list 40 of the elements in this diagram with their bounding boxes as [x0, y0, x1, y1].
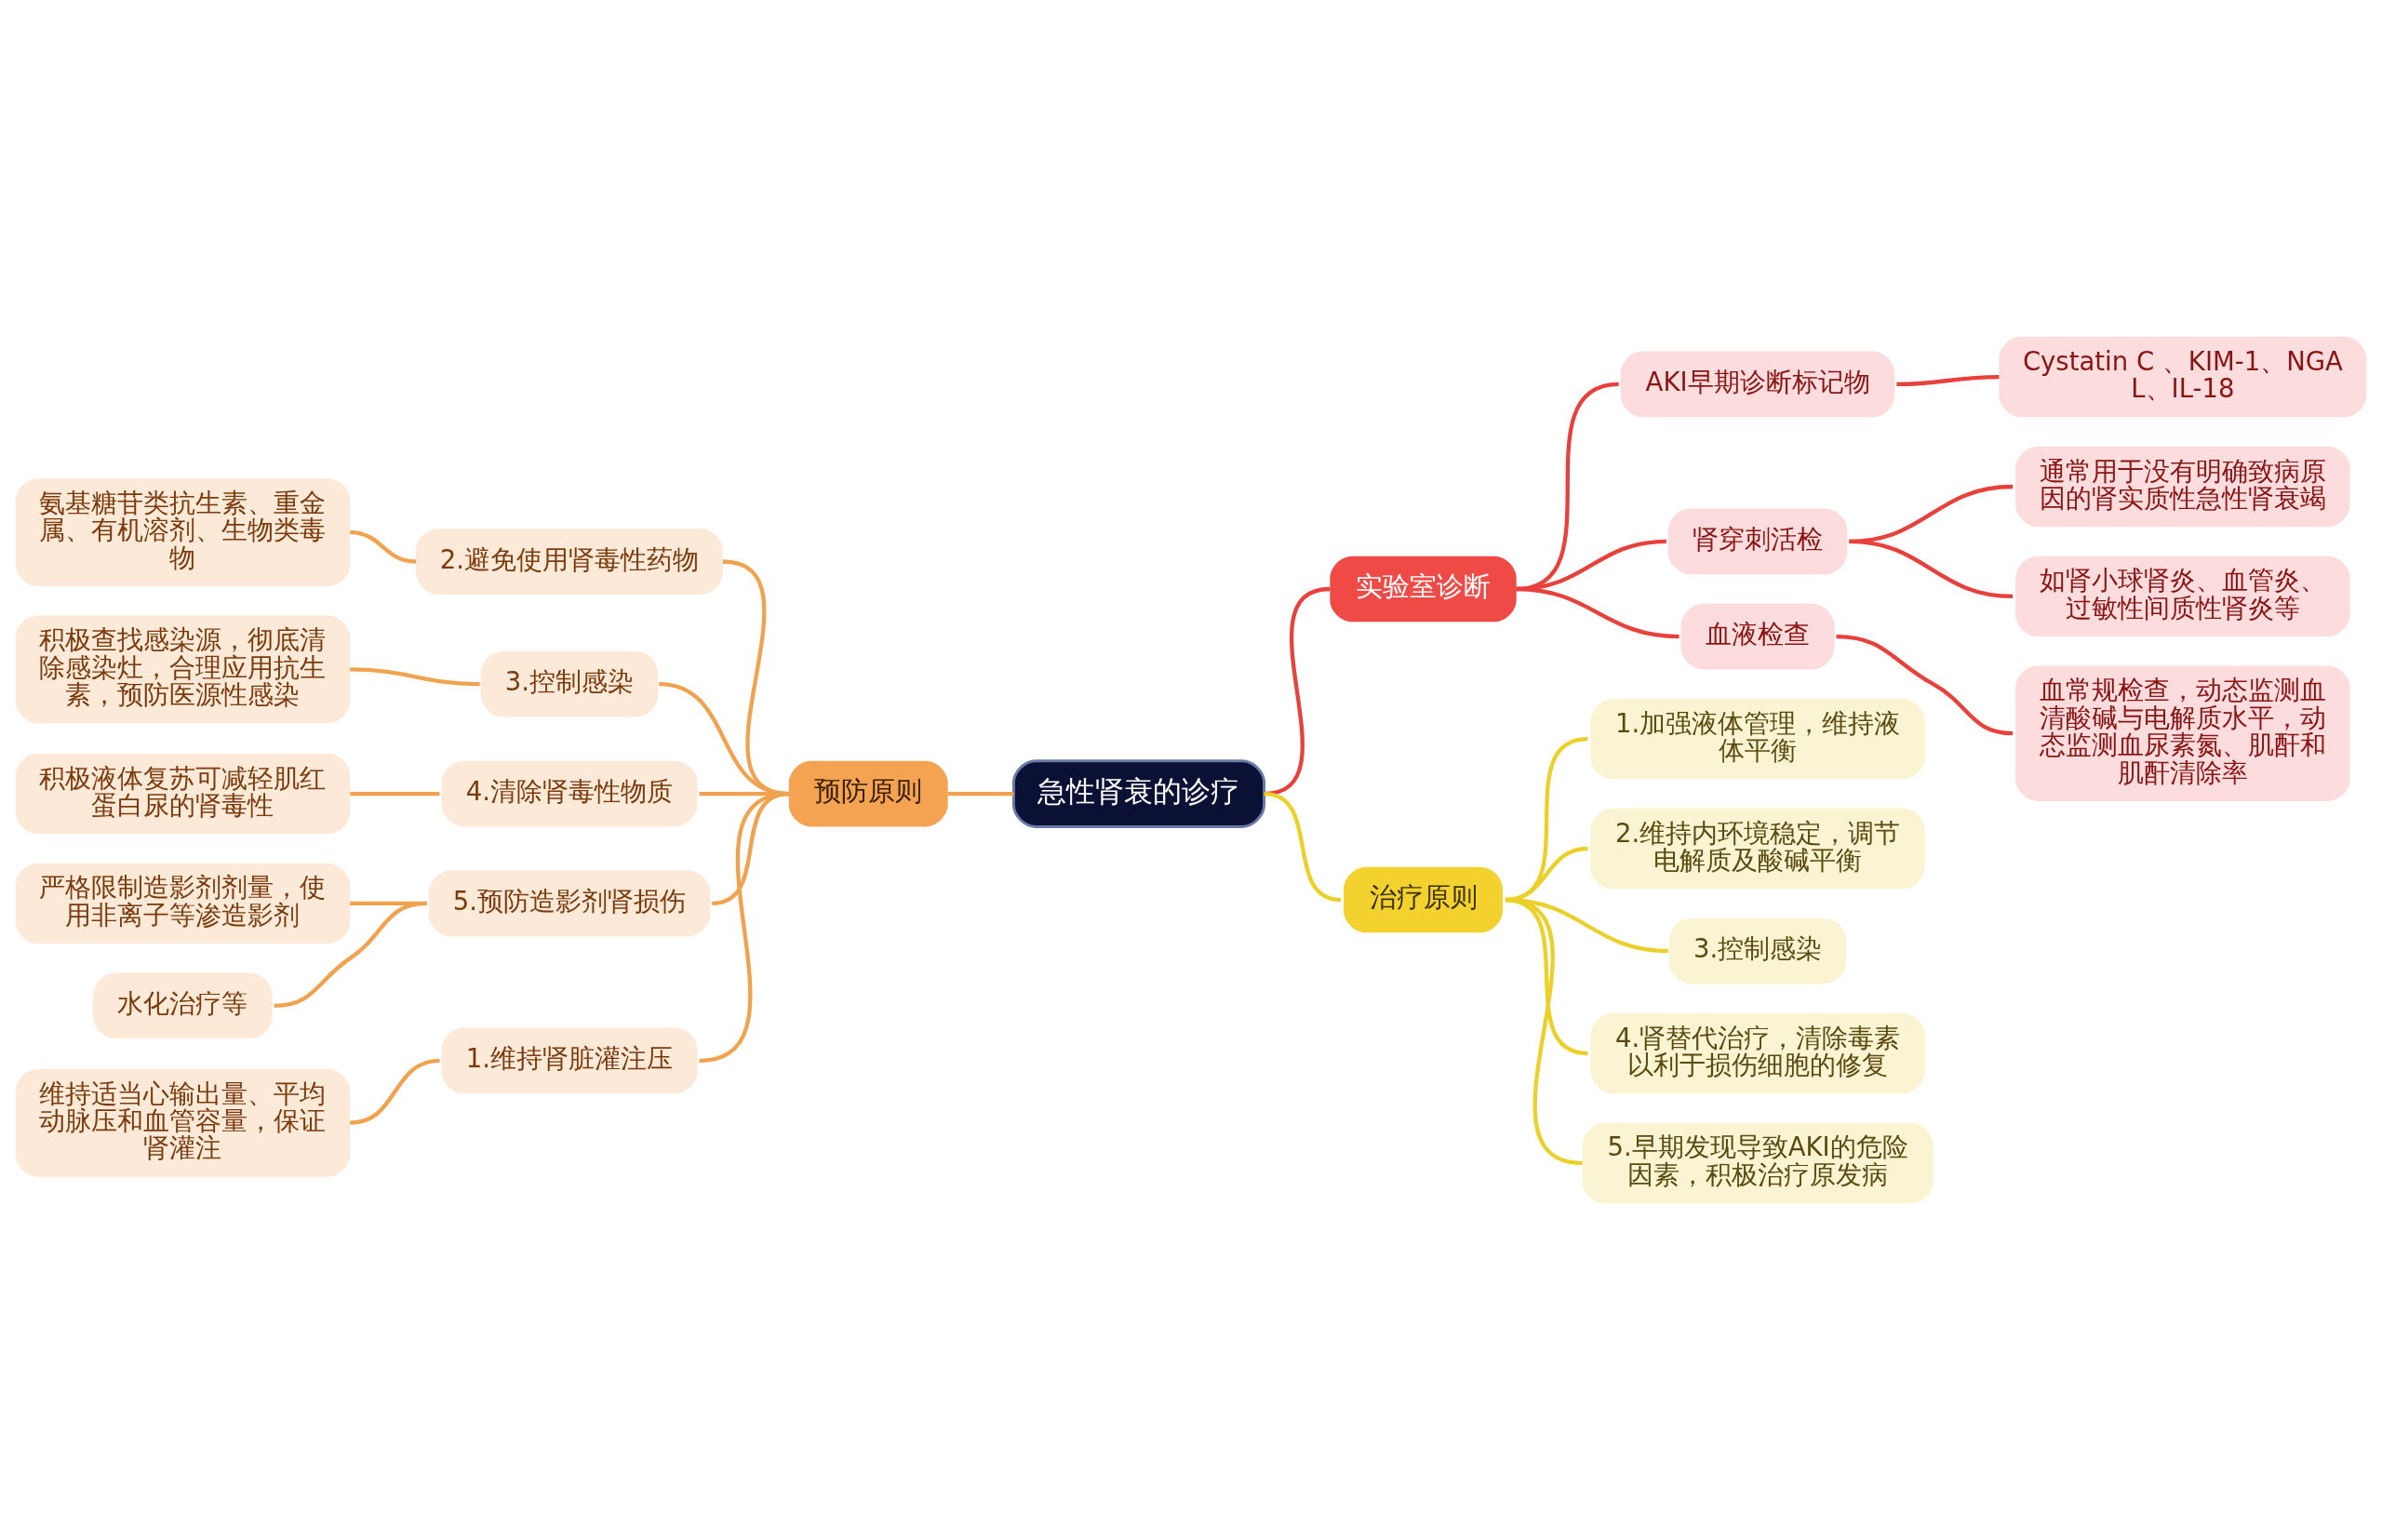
node-box: 5.早期发现导致AKI的危险因素，积极治疗原发病 — [1582, 1122, 1934, 1204]
connector — [274, 901, 427, 1009]
node-box: 4.清除肾毒性物质 — [441, 760, 698, 827]
node-box: 实验室诊断 — [1330, 556, 1517, 623]
node-box: 维持适当心输出量、平均动脉压和血管容量，保证肾灌注 — [15, 1068, 351, 1177]
connector — [350, 667, 480, 687]
node-box: 3.控制感染 — [480, 650, 659, 717]
node-box: 水化治疗等 — [93, 972, 273, 1039]
connector — [1836, 634, 2014, 736]
connector — [1505, 897, 1583, 1166]
node-box: 急性肾衰的诊疗 — [1011, 759, 1266, 828]
node-box: 4.肾替代治疗，清除毒素以利于损伤细胞的修复 — [1590, 1012, 1925, 1094]
node-box: 2.避免使用肾毒性药物 — [415, 529, 724, 595]
node-box: 如肾小球肾炎、血管炎、过敏性间质性肾炎等 — [2015, 556, 2350, 637]
connector — [947, 791, 1014, 797]
connector — [1849, 539, 2014, 598]
node-box: 3.控制感染 — [1668, 917, 1847, 984]
node-box: 5.预防造影剂肾损伤 — [428, 870, 711, 937]
node-box: 严格限制造影剂剂量，使用非离子等渗造影剂 — [15, 863, 351, 944]
node-box: 积极查找感染源，彻底清除感染灶，合理应用抗生素，预防医源性感染 — [15, 615, 351, 724]
connector — [1264, 791, 1342, 903]
node-box: Cystatin C 、KIM-1、NGAL、IL-18 — [1999, 336, 2367, 418]
node-box: 治疗原则 — [1344, 866, 1503, 933]
node-box: 2.维持内环境稳定，调节电解质及酸碱平衡 — [1590, 808, 1925, 890]
node-box: 通常用于没有明确致病原因的肾实质性急性肾衰竭 — [2015, 446, 2350, 528]
connector — [350, 1058, 440, 1125]
node-box: 肾穿刺活检 — [1667, 508, 1848, 575]
node-box: 1.加强液体管理，维持液体平衡 — [1590, 698, 1925, 780]
node-box: AKI早期诊断标记物 — [1620, 351, 1895, 418]
node-box: 血常规检查，动态监测血清酸碱与电解质水平，动态监测血尿素氮、肌酐和肌酐清除率 — [2015, 665, 2350, 801]
node-box: 积极液体复苏可减轻肌红蛋白尿的肾毒性 — [15, 753, 351, 835]
node-box: 血液检查 — [1680, 603, 1835, 670]
node-box: 1.维持肾脏灌注压 — [441, 1027, 698, 1094]
connector — [699, 791, 790, 1063]
node-box: 预防原则 — [788, 760, 948, 827]
connector — [1896, 374, 2000, 387]
connector — [350, 529, 417, 564]
connector — [1516, 586, 1679, 639]
node-box: 氨基糖苷类抗生素、重金属、有机溶剂、生物类毒物 — [15, 478, 351, 587]
connector — [350, 791, 440, 797]
